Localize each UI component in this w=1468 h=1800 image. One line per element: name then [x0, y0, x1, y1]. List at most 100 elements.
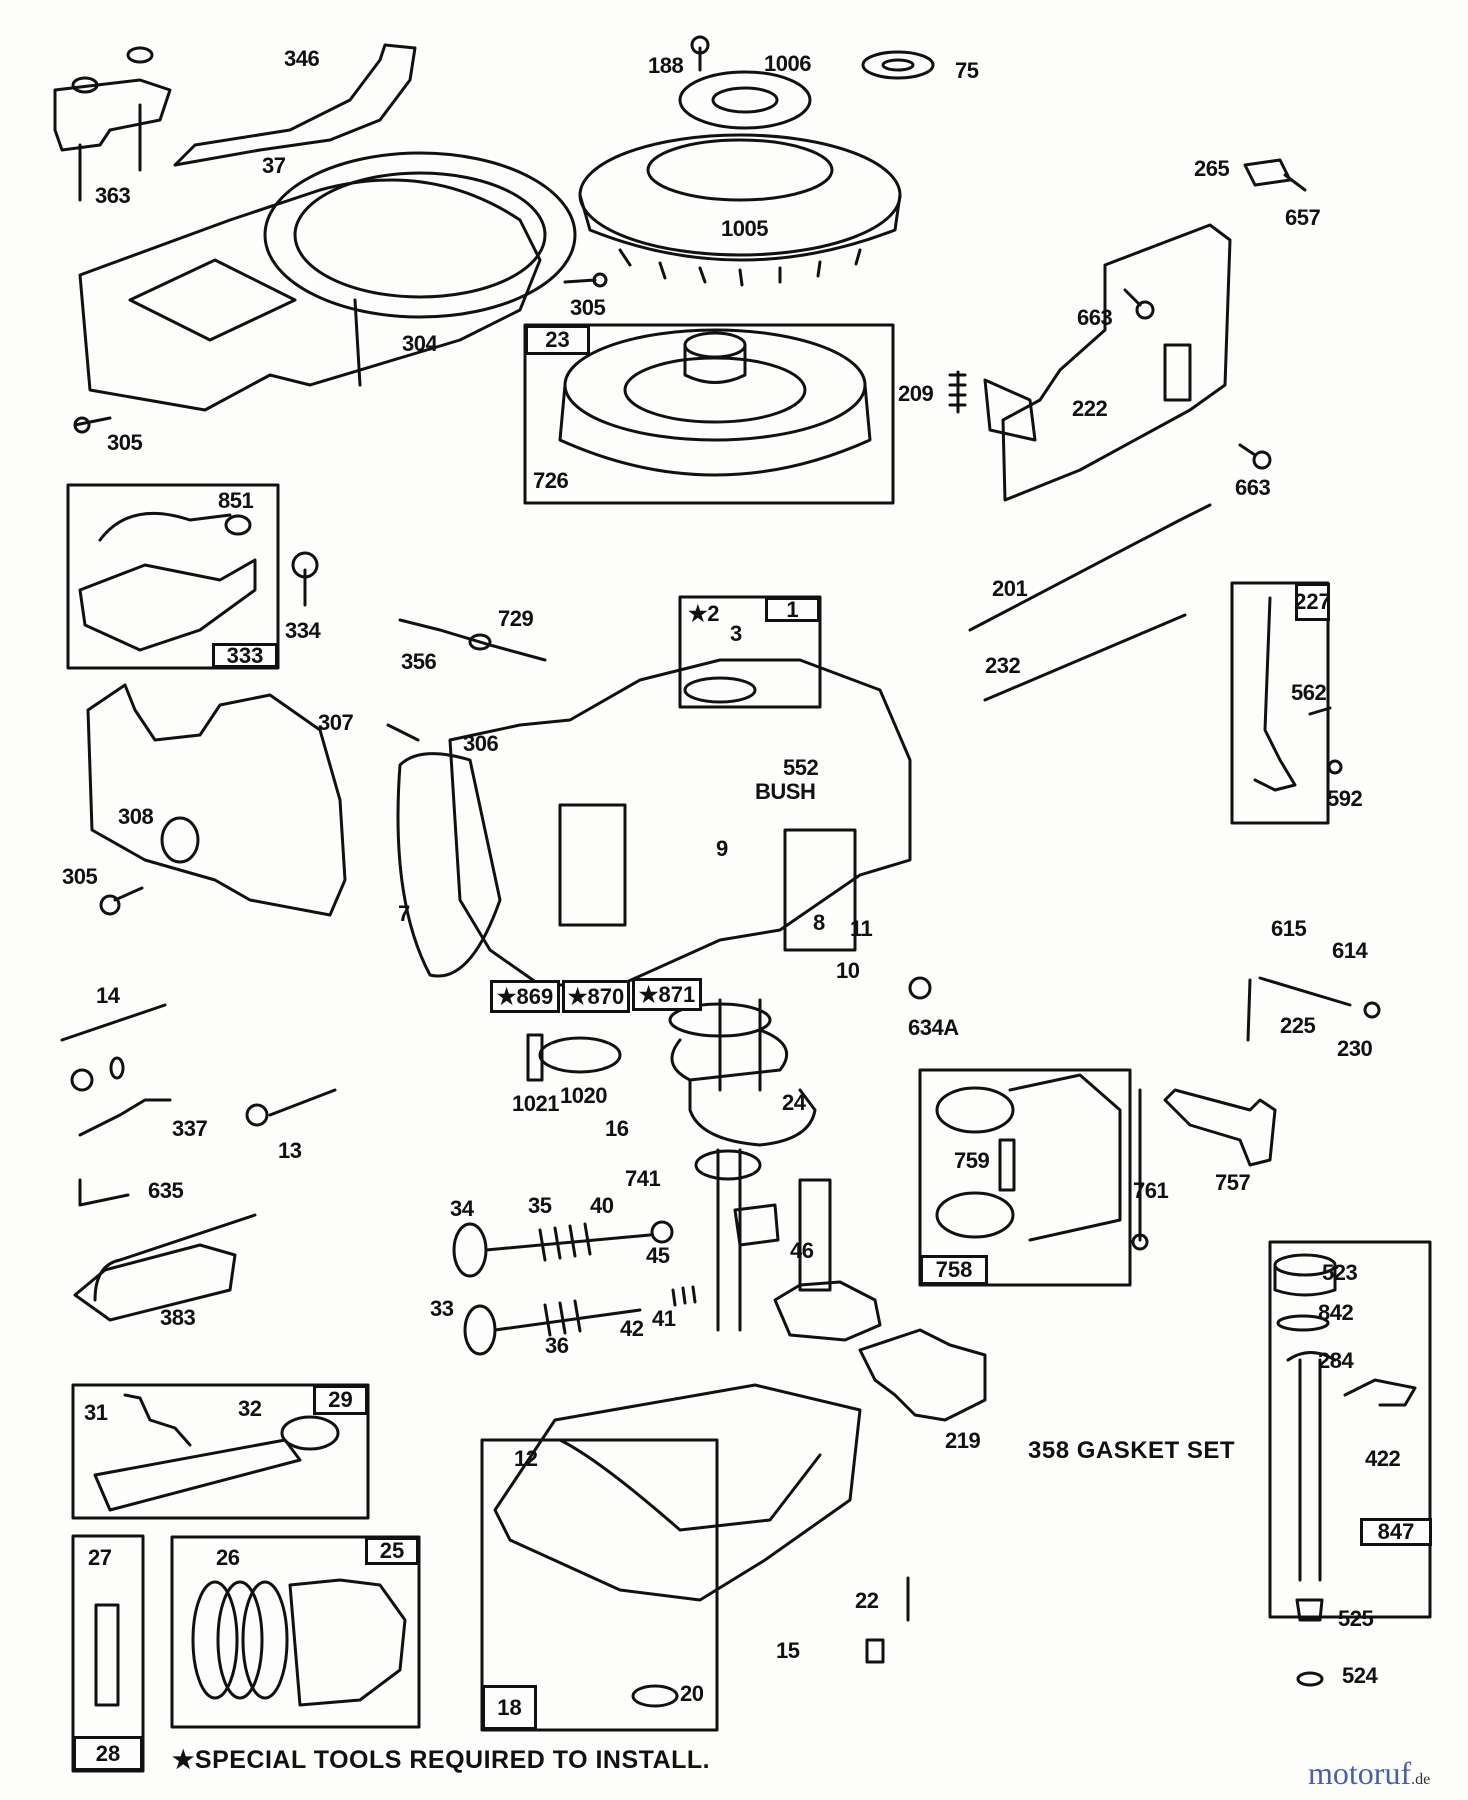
- kit-tag-23: 23: [525, 325, 590, 355]
- part-label-265: 265: [1194, 156, 1230, 181]
- part-663b-head: [1252, 450, 1272, 470]
- part-label-525: 525: [1338, 1606, 1374, 1631]
- part-label-284: 284: [1318, 1348, 1354, 1373]
- part-label-552: 552: [783, 755, 819, 780]
- part-label-614: 614: [1332, 938, 1368, 963]
- part-75-washer: [861, 50, 935, 80]
- part-label-8: 8: [813, 910, 825, 935]
- part-525-seal: [1295, 1598, 1324, 1622]
- part-1021-pin: [526, 1033, 544, 1082]
- kit-tag-870: ★870: [562, 980, 630, 1013]
- part-label-851: 851: [218, 488, 254, 513]
- part-305b-bolt: [563, 278, 597, 284]
- part-308-cylinder-shroud: [86, 683, 347, 917]
- part-label-75: 75: [955, 58, 979, 83]
- part-label-334: 334: [285, 618, 321, 643]
- kit-tag-758: 758: [920, 1255, 988, 1285]
- kit-tag-333: 333: [212, 643, 278, 668]
- part-label-22: 22: [855, 1588, 879, 1613]
- part-label-10: 10: [836, 958, 860, 983]
- part-label-3: 3: [730, 621, 742, 646]
- part-label-42: 42: [620, 1316, 644, 1341]
- part-15-plug: [865, 1638, 885, 1664]
- part-13-stud: [268, 1088, 337, 1117]
- part-label-562: 562: [1291, 680, 1327, 705]
- kit-tag-28: 28: [73, 1736, 143, 1771]
- part-label-bush: BUSH: [755, 779, 816, 804]
- part-label-232: 232: [985, 653, 1021, 678]
- part-27-piston-pin: [94, 1603, 120, 1707]
- part-188-head: [690, 35, 710, 55]
- kit-tag-18: 18: [482, 1685, 537, 1730]
- part-label-657: 657: [1285, 205, 1321, 230]
- part-851-armature: [78, 511, 257, 652]
- part-label-592: 592: [1327, 786, 1363, 811]
- part-20-seal: [631, 1684, 679, 1708]
- part-201-link-rod: [968, 503, 1212, 632]
- part-label-26: 26: [216, 1545, 240, 1570]
- part-265-clamp: [1243, 158, 1292, 187]
- part-209-spring: [948, 370, 967, 414]
- part-label-337: 337: [172, 1116, 208, 1141]
- part-225-governor-rod: [1258, 976, 1352, 1007]
- part-label-201: 201: [992, 576, 1028, 601]
- part-label-31: 31: [84, 1400, 108, 1425]
- part-label-305: 305: [570, 295, 606, 320]
- part-label-20: 20: [680, 1681, 704, 1706]
- part-757-rocker-arm: [1163, 1088, 1277, 1167]
- part-label-615: 615: [1271, 916, 1307, 941]
- part-label-346: 346: [284, 46, 320, 71]
- part-304-blower-housing: [78, 151, 577, 412]
- part-label-37: 37: [262, 153, 286, 178]
- part-232-link-rod: [983, 613, 1187, 702]
- kit-tag-1: 1: [765, 597, 820, 622]
- part-label-305: 305: [62, 864, 98, 889]
- kit-tag-25: 25: [365, 1537, 419, 1565]
- part-225-arm: [1246, 978, 1252, 1042]
- part-label-15: 15: [776, 1638, 800, 1663]
- part-label-741: 741: [625, 1166, 661, 1191]
- part-337-spark-plug: [78, 1098, 172, 1137]
- part-657-screw: [1283, 173, 1307, 192]
- part-label-45: 45: [646, 1243, 670, 1268]
- part-label-219: 219: [945, 1428, 981, 1453]
- part-33-intake-valve: [463, 1304, 642, 1356]
- kit-25-box: [170, 1535, 421, 1729]
- part-label-635: 635: [148, 1178, 184, 1203]
- part-31-32-lock: [123, 1393, 192, 1447]
- part-label-9: 9: [716, 836, 728, 861]
- part-label-308: 308: [118, 804, 154, 829]
- part-label-188: 188: [648, 53, 684, 78]
- part-label-1006: 1006: [764, 51, 811, 76]
- part-305c-head: [99, 894, 121, 916]
- part-25-piston: [288, 1578, 407, 1707]
- part-37-deflector: [173, 43, 417, 167]
- part-14-washer: [109, 1056, 125, 1080]
- part-label-726: 726: [533, 468, 569, 493]
- part-219-governor: [858, 1328, 987, 1422]
- part-label-35: 35: [528, 1193, 552, 1218]
- part-label-14: 14: [96, 983, 120, 1008]
- part-label-524: 524: [1342, 1663, 1378, 1688]
- part-label-12: 12: [514, 1446, 538, 1471]
- watermark-text: motoruf: [1308, 1755, 1412, 1791]
- part-847-dipstick-tube: [1273, 1253, 1337, 1582]
- part-363-bracket: [53, 46, 172, 202]
- part-1005-flywheel: [578, 133, 902, 287]
- kit-28-box: [71, 1534, 145, 1773]
- part-14-bolt: [60, 1003, 167, 1042]
- part-26-piston-rings: [191, 1580, 289, 1700]
- part-35-valve-spring: [538, 1222, 592, 1262]
- special-tools-footnote: ★SPECIAL TOOLS REQUIRED TO INSTALL.: [172, 1746, 711, 1774]
- part-635-fitting: [78, 1178, 130, 1207]
- part-label-634a: 634A: [908, 1015, 959, 1040]
- part-36-valve-spring: [543, 1299, 582, 1337]
- part-13-nut: [245, 1103, 269, 1127]
- part-label-523: 523: [1322, 1260, 1358, 1285]
- part-label-36: 36: [545, 1333, 569, 1358]
- kit-tag-847: 847: [1360, 1518, 1432, 1546]
- part-label-304: 304: [402, 331, 438, 356]
- part-46-camshaft: [773, 1178, 882, 1342]
